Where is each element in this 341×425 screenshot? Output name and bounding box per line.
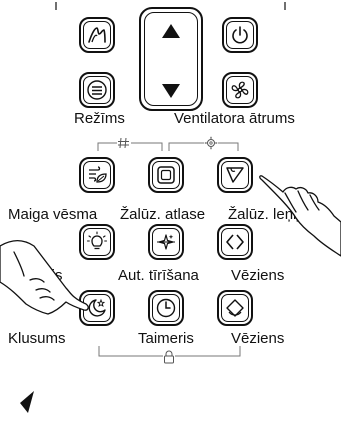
power-button[interactable]	[222, 17, 258, 53]
clock-icon	[156, 298, 176, 318]
fan-speed-label: Ventilatora ātrums	[174, 110, 295, 127]
chevrons-icon	[226, 234, 244, 250]
moon-star-icon	[88, 298, 106, 317]
auto-clean-button[interactable]	[148, 224, 184, 260]
lock-icon	[163, 350, 175, 364]
display-label: Displejs	[10, 267, 63, 284]
mountain-logo-icon	[88, 27, 106, 43]
display-button[interactable]	[79, 224, 115, 260]
fan-icon	[231, 81, 249, 99]
mode-button[interactable]	[79, 72, 115, 108]
brand-button[interactable]	[79, 17, 115, 53]
quiet-button[interactable]	[79, 290, 115, 326]
gentle-cooling-button[interactable]	[79, 157, 115, 193]
swing-label-2: Vēziens	[231, 330, 285, 347]
mode-label: Režīms	[74, 110, 125, 127]
louver-select-button[interactable]	[148, 157, 184, 193]
swing-button-2[interactable]	[217, 290, 253, 326]
diamond-swing-icon	[226, 299, 244, 317]
quiet-label: Klusums	[8, 330, 66, 347]
swing-button-1[interactable]	[217, 224, 253, 260]
hashtag-icon	[117, 137, 131, 149]
arrow-up-icon	[162, 24, 180, 38]
timer-button[interactable]	[148, 290, 184, 326]
louver-angle-label: Žalūz. leņķis	[228, 206, 312, 223]
temperature-updown-rocker[interactable]	[139, 7, 203, 111]
gear-small-icon	[204, 136, 218, 150]
remote-edge-corner	[20, 391, 34, 413]
power-icon	[232, 26, 248, 44]
fan-speed-button[interactable]	[222, 72, 258, 108]
sparkle-icon	[157, 234, 175, 250]
auto-clean-label: Aut. tīrīšana	[118, 267, 199, 284]
square-frame-icon	[157, 166, 175, 184]
angle-icon	[226, 167, 244, 183]
timer-label: Taimeris	[138, 330, 194, 347]
bulb-icon	[86, 231, 108, 250]
menu-lines-icon	[87, 80, 107, 100]
louver-angle-button[interactable]	[217, 157, 253, 193]
swing-label-1: Vēziens	[231, 267, 285, 284]
louver-select-label: Žalūz. atlase	[120, 206, 206, 223]
arrow-down-icon	[162, 84, 180, 98]
gentle-cooling-label: Maiga vēsma	[8, 206, 98, 223]
wind-leaf-icon	[89, 166, 107, 183]
